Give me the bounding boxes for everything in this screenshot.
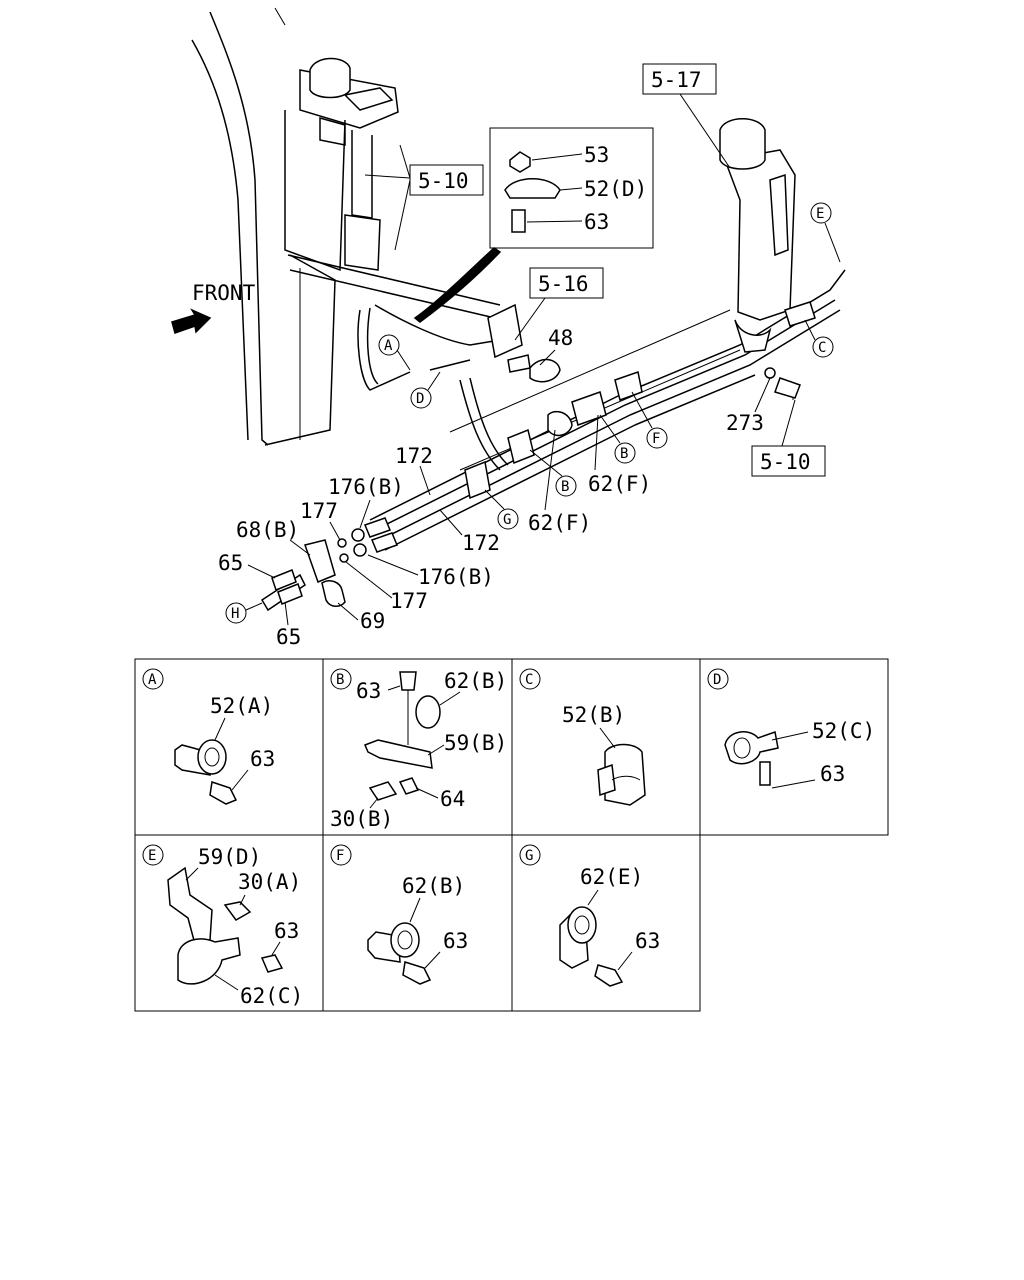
callout-177-bottom: 177 [390,589,428,613]
callout-273: 273 [726,411,764,435]
svg-text:G: G [525,848,533,864]
svg-text:63: 63 [820,762,845,786]
callout-172-bottom: 172 [462,531,500,555]
detail-f: F 62(B) 63 [330,844,468,985]
svg-text:30(B): 30(B) [330,807,393,831]
svg-text:F: F [336,848,344,864]
svg-text:D: D [713,672,721,688]
marker-f: F [631,391,668,449]
main-assembly: FRONT 5-17 5-10 5-16 5-10 53 52(D) 63 48… [171,7,846,649]
svg-text:62(C): 62(C) [240,984,303,1008]
callout-62f-left: 62(F) [528,511,591,535]
marker-g: G [484,489,519,530]
marker-c: C [804,319,834,358]
callout-69: 69 [360,609,385,633]
svg-text:52(A): 52(A) [210,694,273,718]
svg-text:B: B [561,479,569,495]
svg-text:E: E [148,848,156,864]
svg-text:30(A): 30(A) [238,870,301,894]
bolt-63 [511,209,526,233]
svg-text:B: B [336,672,344,688]
callout-68b: 68(B) [236,518,299,542]
svg-text:63: 63 [635,929,660,953]
inset-box [489,127,654,249]
front-arrow-icon [171,308,212,334]
marker-a: A [378,334,411,371]
svg-text:63: 63 [356,679,381,703]
callout-176b-top: 176(B) [328,475,404,499]
front-label: FRONT [192,281,256,305]
svg-text:B: B [620,446,628,462]
svg-text:52(B): 52(B) [562,703,625,727]
svg-text:59(D): 59(D) [198,845,261,869]
ref-5-10-bottom: 5-10 [760,450,811,474]
svg-text:E: E [816,206,824,222]
svg-text:C: C [818,340,826,356]
detail-c: C 52(B) [519,668,646,806]
svg-text:G: G [503,512,511,528]
svg-text:59(B): 59(B) [444,731,507,755]
clamp-52d [504,178,561,199]
callout-172-top: 172 [395,444,433,468]
marker-b-right: B [599,414,636,464]
callout-63-top: 63 [584,210,609,234]
ref-5-17: 5-17 [651,68,702,92]
ref-5-10-top: 5-10 [418,169,469,193]
svg-text:62(B): 62(B) [402,874,465,898]
nut-53 [509,151,531,173]
svg-text:F: F [652,431,660,447]
detail-a: A 52(A) 63 [142,668,275,805]
svg-text:H: H [231,606,239,622]
svg-text:63: 63 [443,929,468,953]
marker-h: H [225,602,263,624]
callout-176b-bottom: 176(B) [418,565,494,589]
svg-text:C: C [525,672,533,688]
detail-g: G 62(E) 63 [519,844,660,987]
marker-d: D [410,371,441,409]
callout-65-top: 65 [218,551,243,575]
svg-text:62(B): 62(B) [444,669,507,693]
svg-text:63: 63 [250,747,275,771]
detail-grid: A 52(A) 63 B 63 62(B) 59(B) 64 [134,658,889,1012]
svg-text:63: 63 [274,919,299,943]
svg-text:52(C): 52(C) [812,719,875,743]
plug-69 [321,580,346,607]
detail-e: E 59(D) 30(A) 63 62(C) [142,844,303,1008]
svg-text:62(E): 62(E) [580,865,643,889]
callout-177-top: 177 [300,499,338,523]
callout-53: 53 [584,143,609,167]
svg-text:D: D [416,391,424,407]
ref-5-16: 5-16 [538,272,589,296]
svg-text:64: 64 [440,787,465,811]
callout-48: 48 [548,326,573,350]
callout-52d: 52(D) [584,177,647,201]
bracket-68b [304,539,336,583]
callout-65-bottom: 65 [276,625,301,649]
marker-b-left: B [529,449,577,497]
detail-d: D 52(C) 63 [707,668,875,789]
svg-text:A: A [384,338,393,354]
callout-62f-right: 62(F) [588,472,651,496]
detail-b: B 63 62(B) 59(B) 64 30(B) [330,668,507,831]
marker-e: E [810,202,841,263]
svg-text:A: A [148,672,157,688]
